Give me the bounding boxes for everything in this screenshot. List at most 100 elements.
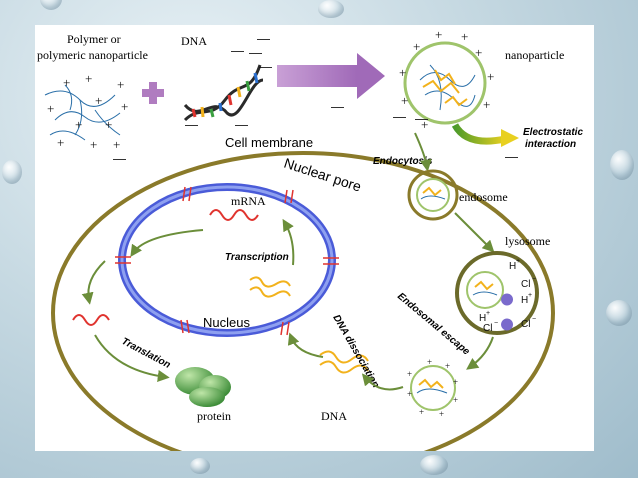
svg-text:+: + xyxy=(453,377,458,387)
svg-text:+: + xyxy=(487,69,494,84)
svg-text:+: + xyxy=(419,407,424,417)
electrostatic-label: Electrostatic xyxy=(523,127,583,138)
svg-text:+: + xyxy=(47,101,54,116)
nuclear-pore-label: Nuclear pore xyxy=(282,155,363,195)
chloride-label: Cl xyxy=(521,279,530,290)
svg-text:—: — xyxy=(249,45,262,60)
background-bubble xyxy=(40,0,62,10)
electrostatic-arrow xyxy=(451,123,519,147)
nucleus-label: Nucleus xyxy=(203,315,250,330)
endocytosis-label: Endocytosis xyxy=(373,156,433,167)
svg-text:+: + xyxy=(439,409,444,419)
nanoparticle-icon xyxy=(403,41,487,125)
svg-text:+: + xyxy=(528,292,532,299)
dna-import-arrow xyxy=(287,332,324,358)
free-charges: — — — — — xyxy=(113,99,518,166)
background-bubble xyxy=(190,458,210,474)
svg-text:—: — xyxy=(393,109,406,124)
svg-text:+: + xyxy=(461,29,468,44)
chloride-label: Cl xyxy=(521,319,530,330)
endosome-vesicle xyxy=(407,169,459,221)
svg-text:+: + xyxy=(413,39,420,54)
endocytosis-arrow xyxy=(414,132,432,172)
svg-text:—: — xyxy=(505,149,518,164)
mrna-label: mRNA xyxy=(231,194,266,208)
svg-text:—: — xyxy=(331,99,344,114)
combine-arrow xyxy=(277,53,385,99)
svg-text:—: — xyxy=(257,31,270,46)
svg-text:—: — xyxy=(185,117,198,132)
proton-label: H xyxy=(521,295,528,306)
endosome-to-lysosome-arrow xyxy=(454,212,495,253)
released-nanoparticle: +++ +++ ++ xyxy=(407,357,458,419)
proton-label: H xyxy=(509,261,516,272)
transcription-arrow xyxy=(282,218,295,266)
dna-helix-icon xyxy=(183,64,264,122)
nuclear-pores xyxy=(115,186,339,336)
electrostatic-label-line2: interaction xyxy=(525,139,576,150)
svg-text:+: + xyxy=(516,258,520,265)
svg-text:+: + xyxy=(427,357,432,367)
proton-label: H xyxy=(479,313,486,324)
svg-text:+: + xyxy=(483,97,490,112)
cell-membrane xyxy=(51,151,555,451)
svg-text:+: + xyxy=(85,71,92,86)
translation-arrow xyxy=(94,334,170,382)
svg-text:+: + xyxy=(475,45,482,60)
dna-bottom-helix xyxy=(319,350,369,374)
dna-charges: ——— ——— xyxy=(185,31,272,132)
svg-text:—: — xyxy=(415,111,428,126)
endosomal-escape-label: Endosomal escape xyxy=(395,291,472,358)
svg-text:+: + xyxy=(90,137,97,152)
dna-bottom-label: DNA xyxy=(321,409,347,423)
svg-text:—: — xyxy=(259,59,272,74)
protein-label: protein xyxy=(197,409,231,423)
nanoparticle-label: nanoparticle xyxy=(505,48,564,62)
dna-top-label: DNA xyxy=(181,34,207,48)
dna-dissociation-arrow xyxy=(361,373,404,391)
dna-in-nucleus xyxy=(249,276,291,298)
svg-text:+: + xyxy=(113,137,120,152)
svg-text:−: − xyxy=(532,316,536,323)
polymer-label: Polymer or xyxy=(67,32,121,46)
background-bubble xyxy=(318,0,344,18)
dna-dissociation-label: DNA dissociation xyxy=(330,313,381,390)
mrna-strand xyxy=(209,209,259,221)
svg-text:−: − xyxy=(494,320,498,327)
background-bubble xyxy=(610,150,634,180)
svg-text:+: + xyxy=(407,369,412,379)
svg-text:—: — xyxy=(231,43,244,58)
chloride-label: Cl xyxy=(483,323,492,334)
lysosome-label: lysosome xyxy=(505,234,550,248)
svg-text:—: — xyxy=(235,117,248,132)
mrna-export-arrow xyxy=(130,229,204,257)
svg-text:+: + xyxy=(117,77,124,92)
background-bubble xyxy=(2,160,22,184)
background-bubble xyxy=(606,300,632,326)
gene-delivery-diagram: +++ +++ +++ ++ Polymer or polymeric nano… xyxy=(37,27,583,451)
svg-text:+: + xyxy=(105,117,112,132)
svg-text:−: − xyxy=(532,276,536,283)
svg-text:+: + xyxy=(401,93,408,108)
svg-text:+: + xyxy=(445,361,450,371)
protein-icon xyxy=(175,367,231,407)
svg-text:+: + xyxy=(486,310,490,317)
cell-membrane-label: Cell membrane xyxy=(225,135,313,150)
svg-text:+: + xyxy=(121,99,128,114)
nucleus-envelope-inner xyxy=(120,185,334,335)
diagram-panel: +++ +++ +++ ++ Polymer or polymeric nano… xyxy=(35,25,594,451)
endosome-label: endosome xyxy=(459,190,508,204)
polymer-charges: +++ +++ +++ ++ xyxy=(47,71,128,152)
lysosome-ions: H+ Cl− H+ H+ Cl− Cl− xyxy=(479,258,536,334)
background-bubble xyxy=(420,455,448,475)
svg-text:+: + xyxy=(95,93,102,108)
svg-text:+: + xyxy=(421,117,428,132)
svg-text:+: + xyxy=(407,389,412,399)
svg-text:+: + xyxy=(75,117,82,132)
polymer-icon xyxy=(44,84,121,141)
mrna-exit-arrow xyxy=(81,260,106,305)
transcription-label: Transcription xyxy=(225,252,289,263)
svg-text:—: — xyxy=(113,151,126,166)
escape-arrow xyxy=(466,336,494,370)
plus-icon xyxy=(142,82,164,104)
